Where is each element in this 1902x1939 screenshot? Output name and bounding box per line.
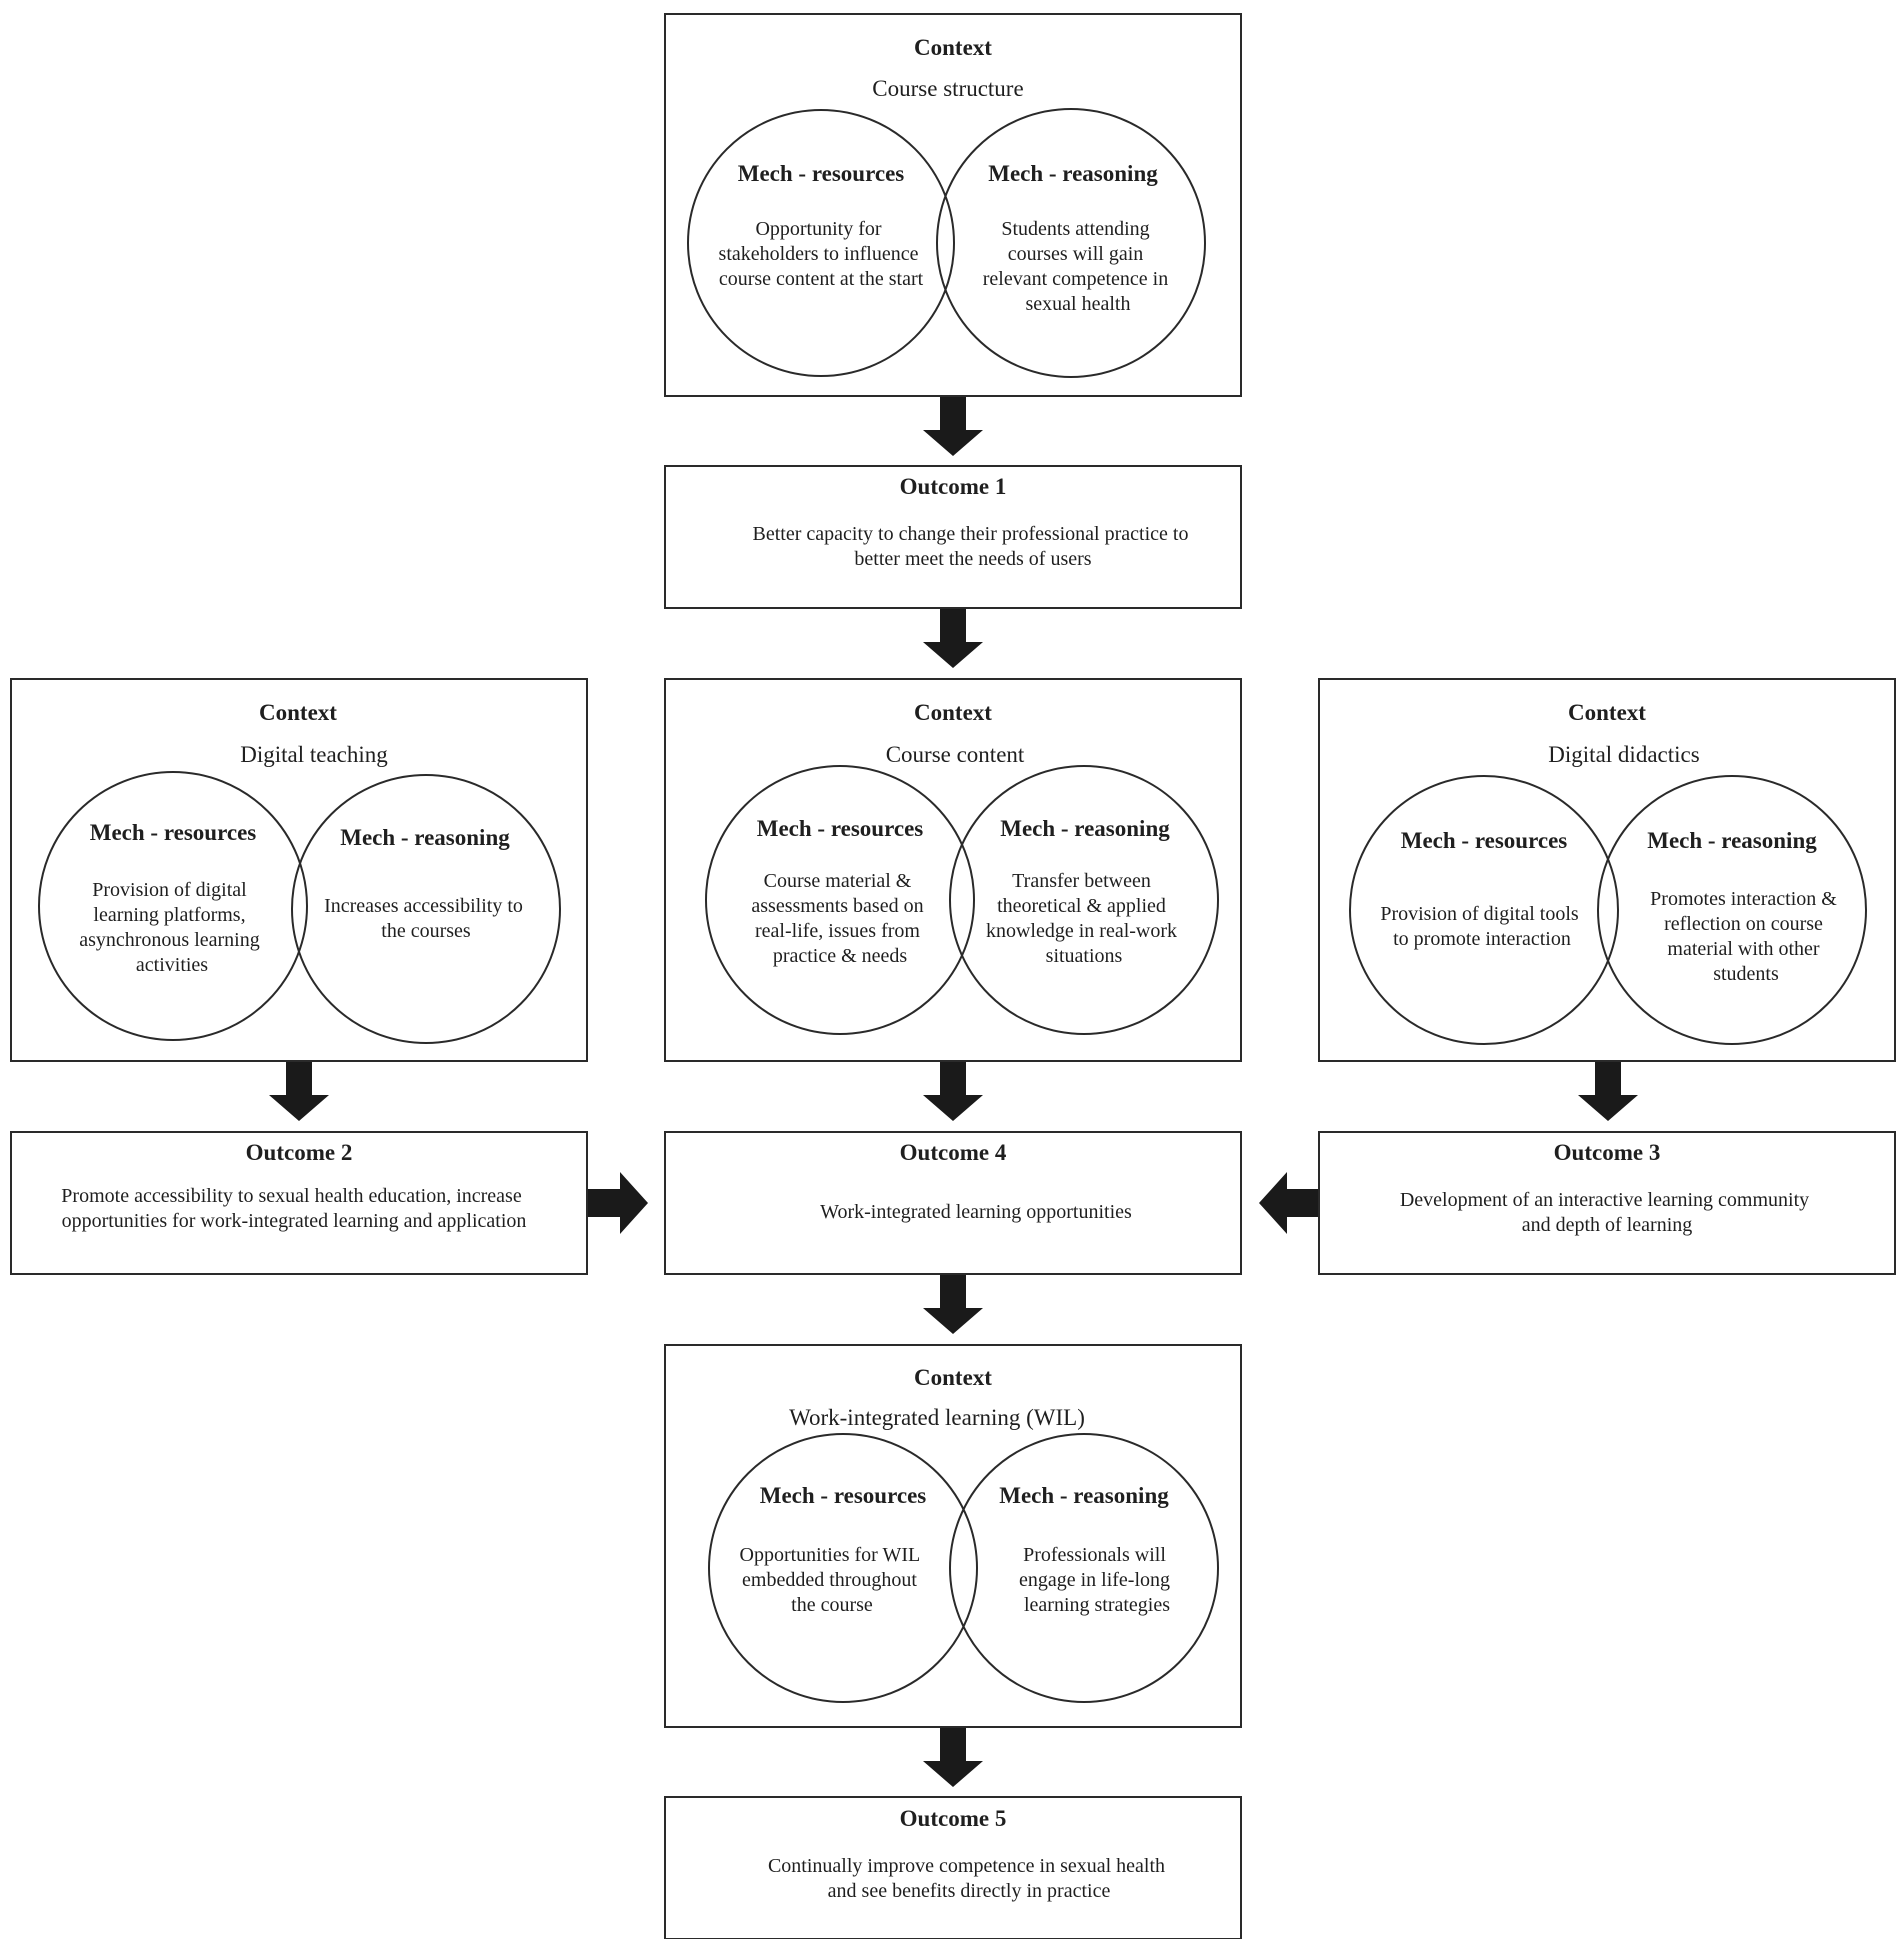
mech-reasoning-text: Professionals will engage in life-long l…: [1019, 1544, 1175, 1616]
reasoning-circle: [291, 774, 561, 1044]
mech-resources-title: Mech - resources: [1401, 828, 1568, 853]
context-name: Digital teaching: [240, 742, 388, 767]
mech-resources-title: Mech - resources: [738, 161, 905, 186]
outcome-text: Work-integrated learning opportunities: [820, 1201, 1132, 1223]
resources-circle: [687, 109, 955, 377]
outcome-title: Outcome 1: [900, 474, 1007, 499]
context-digital-didactics: Context Digital didactics Mech - resourc…: [1318, 678, 1896, 1062]
context-heading: Context: [259, 700, 337, 725]
resources-circle: [1349, 775, 1619, 1045]
reasoning-circle: [1597, 775, 1867, 1045]
arrow-right: [588, 1172, 648, 1234]
arrow-left: [1259, 1172, 1318, 1234]
outcome-5-box: Outcome 5 Continually improve competence…: [664, 1796, 1242, 1939]
outcome-text: Development of an interactive learning c…: [1400, 1189, 1814, 1236]
mech-resources-text: Course material & assessments based on r…: [751, 870, 928, 967]
mech-resources-text: Provision of digital learning platforms,…: [79, 879, 265, 976]
outcome-text: Continually improve competence in sexual…: [768, 1855, 1170, 1902]
resources-circle: [38, 771, 308, 1041]
context-digital-teaching: Context Digital teaching Mech - resource…: [10, 678, 588, 1062]
outcome-1-box: Outcome 1 Better capacity to change thei…: [664, 465, 1242, 609]
outcome-3-box: Outcome 3 Development of an interactive …: [1318, 1131, 1896, 1275]
mech-resources-title: Mech - resources: [757, 816, 924, 841]
mech-resources-title: Mech - resources: [90, 820, 257, 845]
mech-resources-text: Opportunity for stakeholders to influenc…: [719, 218, 924, 290]
context-course-structure: Context Course structure Mech - resource…: [664, 13, 1242, 397]
reasoning-circle: [949, 1433, 1219, 1703]
arrow-down: [923, 1728, 983, 1787]
context-name: Course structure: [872, 76, 1023, 101]
outcome-title: Outcome 3: [1554, 1140, 1661, 1165]
mech-resources-title: Mech - resources: [760, 1483, 927, 1508]
resources-circle: [708, 1433, 978, 1703]
mech-reasoning-title: Mech - reasoning: [340, 825, 510, 850]
context-name: Work-integrated learning (WIL): [789, 1405, 1085, 1430]
outcome-title: Outcome 5: [900, 1806, 1007, 1831]
outcome-2-box: Outcome 2 Promote accessibility to sexua…: [10, 1131, 588, 1275]
arrow-down: [923, 609, 983, 668]
mech-resources-text: Provision of digital tools to promote in…: [1380, 903, 1583, 950]
arrow-down: [923, 1062, 983, 1121]
context-heading: Context: [914, 1365, 992, 1390]
context-heading: Context: [1568, 700, 1646, 725]
mech-reasoning-title: Mech - reasoning: [1000, 816, 1170, 841]
reasoning-circle: [949, 765, 1219, 1035]
context-name: Digital didactics: [1548, 742, 1699, 767]
outcome-text: Promote accessibility to sexual health e…: [61, 1185, 526, 1232]
mech-reasoning-text: Promotes interaction & reflection on cou…: [1650, 888, 1842, 985]
mech-reasoning-text: Increases accessibility to the courses: [324, 895, 528, 942]
mech-reasoning-title: Mech - reasoning: [1647, 828, 1817, 853]
context-name: Course content: [886, 742, 1025, 767]
context-course-content: Context Course content Mech - resources …: [664, 678, 1242, 1062]
reasoning-circle: [936, 108, 1206, 378]
arrow-down: [923, 1275, 983, 1334]
context-work-integrated-learning: Context Work-integrated learning (WIL) M…: [664, 1344, 1242, 1728]
resources-circle: [705, 765, 975, 1035]
mech-reasoning-title: Mech - reasoning: [999, 1483, 1169, 1508]
mech-reasoning-title: Mech - reasoning: [988, 161, 1158, 186]
arrow-down: [1578, 1062, 1638, 1121]
mech-reasoning-text: Students attending courses will gain rel…: [983, 218, 1173, 315]
arrow-down: [269, 1062, 329, 1121]
context-heading: Context: [914, 700, 992, 725]
outcome-title: Outcome 4: [900, 1140, 1007, 1165]
outcome-title: Outcome 2: [246, 1140, 353, 1165]
outcome-text: Better capacity to change their professi…: [753, 523, 1194, 570]
arrow-down: [923, 397, 983, 456]
context-heading: Context: [914, 35, 992, 60]
outcome-4-box: Outcome 4 Work-integrated learning oppor…: [664, 1131, 1242, 1275]
mech-resources-text: Opportunities for WIL embedded throughou…: [740, 1544, 925, 1616]
mech-reasoning-text: Transfer between theoretical & applied k…: [986, 870, 1182, 967]
